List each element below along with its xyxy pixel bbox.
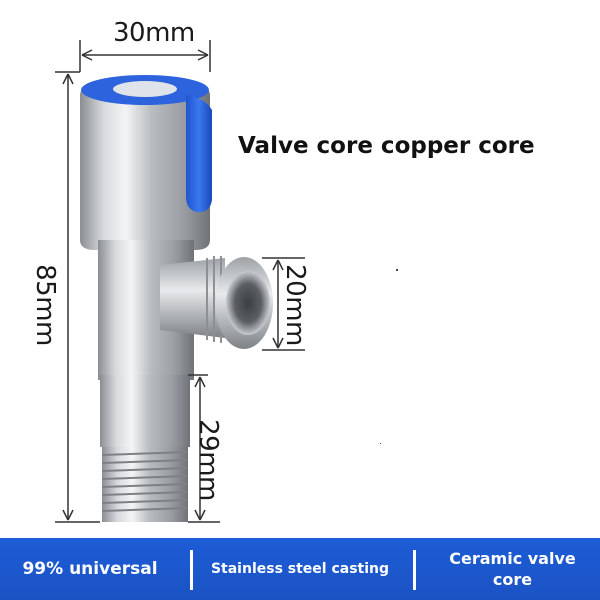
height-dimension-label: 85mm — [30, 264, 60, 346]
dimension-lines — [55, 40, 305, 523]
feature-universal: 99% universal — [22, 559, 158, 579]
headline: Valve core copper core — [238, 133, 535, 159]
speck — [396, 269, 398, 271]
banner-divider — [413, 550, 416, 590]
valve-body-top — [80, 75, 212, 250]
side-outlet — [160, 256, 273, 349]
thread-dimension-label: 29mm — [193, 419, 223, 501]
feature-banner: 99% universal Stainless steel casting Ce… — [0, 538, 600, 600]
feature-ceramic-core: Ceramic valve core — [449, 549, 576, 589]
speck — [380, 443, 381, 444]
width-dimension-label: 30mm — [113, 18, 195, 48]
outlet-dimension-label: 20mm — [280, 264, 310, 346]
feature-casting: Stainless steel casting — [210, 561, 390, 577]
valve-body-lower — [100, 375, 190, 522]
banner-divider — [190, 550, 193, 590]
